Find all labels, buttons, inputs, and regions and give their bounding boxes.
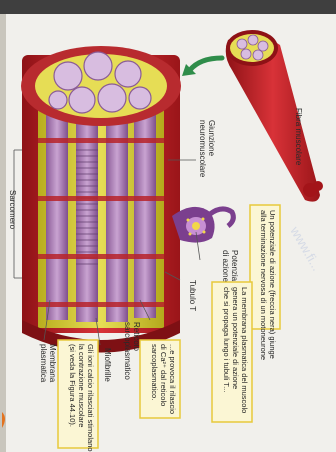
label-membrana-1: Membrana [48, 344, 57, 383]
box1-line1: Un potenziale di azione (freccia nera) g… [268, 210, 277, 359]
box4-line3: (si veda la Figura 44.10). [68, 344, 77, 427]
box3-line1: ...e provoca il rilascio [168, 344, 177, 414]
watermark: www.fi... [287, 223, 325, 273]
label-giunzione-1: Giunzione [207, 120, 216, 157]
box2-line3: che si propaga lungo i tubuli T... [222, 287, 231, 392]
info-box-2: La membrana plasmatica del muscolo gener… [212, 282, 252, 422]
label-membrana-2: plasmatica [39, 344, 48, 383]
green-curved-arrow [182, 58, 222, 76]
box1-line2: alla terminazione nervosa di un motoneur… [259, 210, 268, 360]
box3-line2: di Ca²⁺ dal reticolo [159, 344, 168, 406]
box3-line3: sarcoplasmatico. [150, 344, 159, 400]
fiber-cylinder [21, 46, 181, 353]
info-box-4: Gli ioni calcio rilasciati stimolano la … [58, 340, 98, 452]
label-giunzione-2: neuromuscolare [198, 120, 207, 178]
box2-line2: genera un potenziale di azione [231, 287, 240, 389]
neuromuscular-junction [172, 207, 233, 243]
label-tubulo-t: Tubulo T [188, 280, 197, 311]
label-fibra-muscolare: Fibra muscolare [294, 108, 303, 166]
label-sarcomero: Sarcomero [8, 190, 17, 230]
orange-edge-marker [2, 412, 5, 428]
box2-line1: La membrana plasmatica del muscolo [240, 287, 249, 413]
small-muscle-fiber [226, 30, 323, 202]
label-miofibrille: Miofibrille [103, 348, 112, 382]
label-potenziale-2: di azione [221, 250, 230, 283]
info-box-3: ...e provoca il rilascio di Ca²⁺ dal ret… [140, 340, 180, 418]
info-box-1: Un potenziale di azione (freccia nera) g… [250, 205, 280, 360]
box4-line1: Gli ioni calcio rilasciati stimolano [86, 344, 95, 452]
box4-line2: la contrazione muscolare [77, 344, 86, 427]
label-reticolo-2: sarcoplasmatico [123, 322, 132, 380]
